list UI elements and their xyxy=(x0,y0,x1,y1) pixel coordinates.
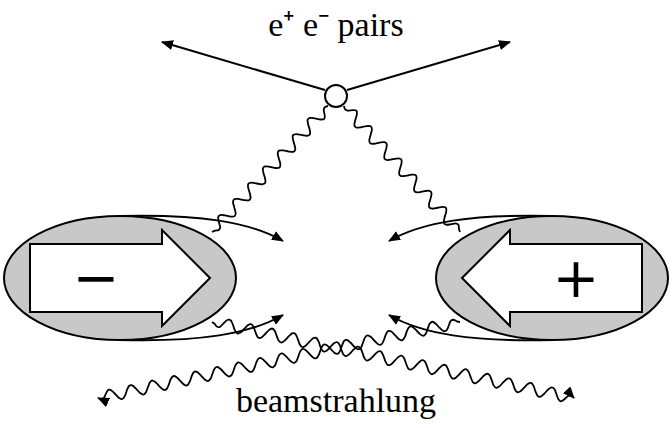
photon-wave xyxy=(344,106,460,232)
pairs-label: e⁺ e⁻ pairs xyxy=(268,6,403,43)
field-arrow xyxy=(120,216,283,241)
photon-wave xyxy=(212,106,328,232)
arrow-outline xyxy=(28,228,212,328)
arrow-outline xyxy=(460,228,644,328)
bunch-arrow: + xyxy=(460,228,644,328)
arrow-shape xyxy=(30,230,210,326)
field-arrow xyxy=(389,216,552,241)
charge-sign: + xyxy=(510,244,642,312)
bunch-arrow: − xyxy=(28,228,212,328)
positron-bunch xyxy=(436,216,668,340)
field-arrow xyxy=(120,315,283,340)
charge-sign: − xyxy=(30,244,162,312)
beamstrahlung-label: beamstrahlung xyxy=(236,382,436,419)
arrow-shape xyxy=(462,230,642,326)
pair-track xyxy=(347,42,510,90)
vertex-circle xyxy=(325,85,347,107)
pair-track xyxy=(162,42,325,90)
electron-bunch xyxy=(4,216,236,340)
